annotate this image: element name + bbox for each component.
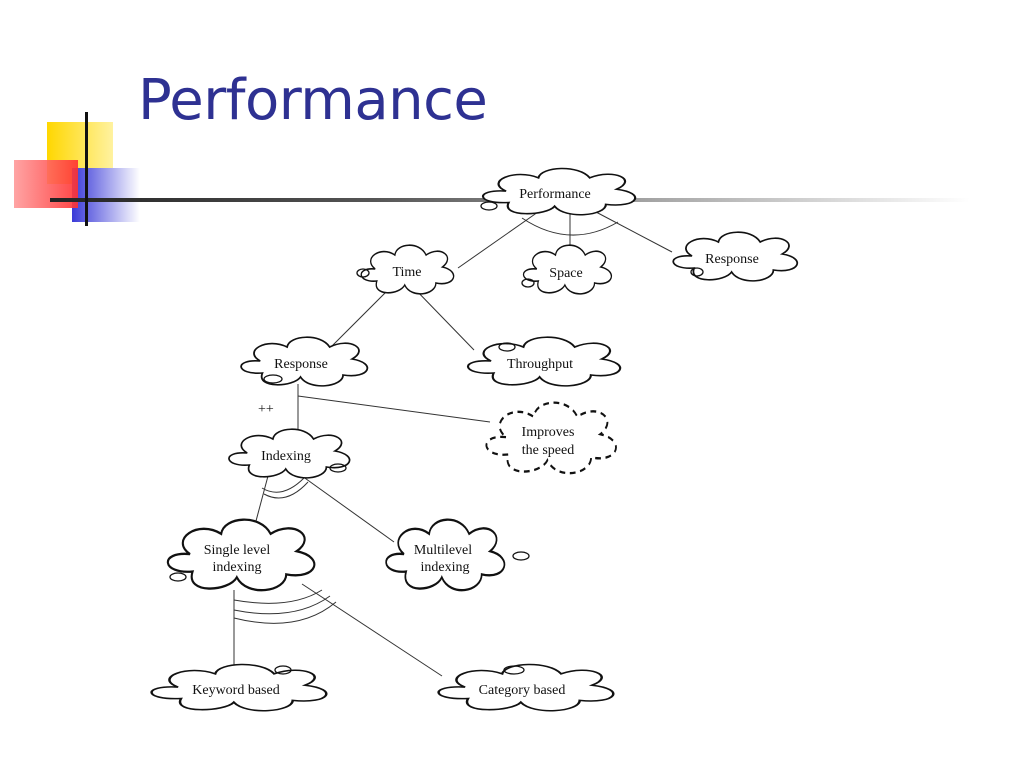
node-single-level-marker-icon [169, 572, 187, 582]
node-space-marker-icon [521, 278, 535, 288]
node-keyword-marker-icon [274, 665, 292, 675]
blue-square [72, 168, 140, 222]
edges [233, 211, 673, 677]
node-time-label: Time [392, 265, 421, 280]
node-indexing-label: Indexing [261, 449, 311, 464]
node-keyword-label: Keyword based [192, 683, 279, 698]
edge-time-response [329, 285, 393, 349]
node-indexing-marker-icon [329, 463, 347, 473]
node-response-label: Response [274, 357, 328, 372]
edge-performance-response-top [595, 211, 673, 253]
and-arc-indexing-2 [263, 481, 309, 499]
edge-indexing-multi [301, 475, 395, 543]
and-arc-single-3 [233, 601, 337, 624]
node-response-top-label: Response [705, 252, 759, 267]
slide-title: Performance [138, 68, 488, 133]
edge-performance-time [457, 211, 539, 269]
node-single-level-label-line1: Single level [204, 543, 271, 558]
contribution-label: ++ [258, 402, 274, 417]
and-arc-performance [521, 217, 619, 236]
and-arc-single-1 [233, 589, 323, 604]
node-multilevel-label-line2: indexing [421, 560, 470, 575]
node-improves-label-line1: Improves [522, 425, 575, 440]
node-multilevel-label-line1: Multilevel [414, 543, 472, 558]
node-response-marker-icon [263, 374, 283, 384]
node-performance-marker-icon [480, 201, 498, 211]
vertical-rule [85, 112, 88, 226]
node-time-marker-icon [356, 268, 370, 278]
node-space-label: Space [549, 266, 582, 281]
edge-time-throughput [411, 285, 475, 351]
and-arc-single-2 [233, 595, 331, 615]
node-category-marker-icon [503, 665, 525, 675]
edge-single-category [301, 583, 443, 677]
node-response-top-marker-icon [690, 267, 704, 277]
and-arc-indexing-1 [261, 477, 305, 493]
edge-response-improves [297, 395, 491, 423]
node-performance-label: Performance [519, 187, 591, 202]
node-category-label: Category based [479, 683, 566, 698]
node-single-level-label-line2: indexing [213, 560, 262, 575]
node-improves-label-line2: the speed [522, 443, 574, 458]
node-multilevel-marker-icon [512, 551, 530, 561]
node-throughput-label: Throughput [507, 357, 573, 372]
node-throughput-marker-icon [498, 342, 516, 352]
